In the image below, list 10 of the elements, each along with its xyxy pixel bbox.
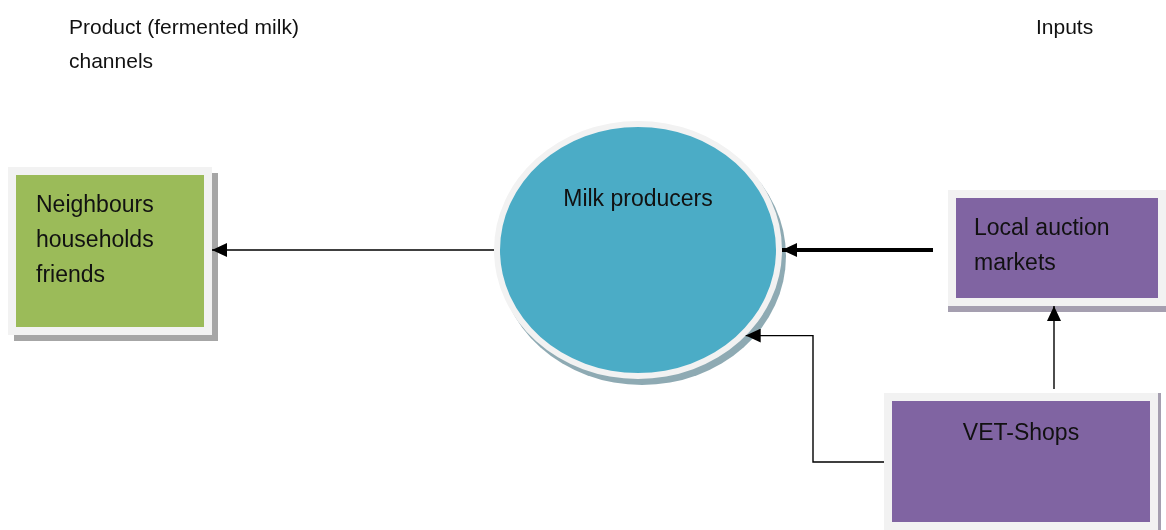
node-text: VET-Shops bbox=[961, 418, 1081, 447]
column-heading: Inputs bbox=[1036, 14, 1095, 40]
input-box bbox=[884, 393, 1158, 530]
node-text: Milk producers bbox=[562, 184, 714, 213]
arrow bbox=[782, 243, 933, 257]
arrow bbox=[211, 243, 495, 257]
node-text: Local auction markets bbox=[974, 213, 1111, 277]
column-heading: Product (fermented milk) channels bbox=[69, 14, 300, 74]
node-text: Neighbours households friends bbox=[36, 190, 155, 289]
arrow bbox=[1047, 305, 1061, 390]
